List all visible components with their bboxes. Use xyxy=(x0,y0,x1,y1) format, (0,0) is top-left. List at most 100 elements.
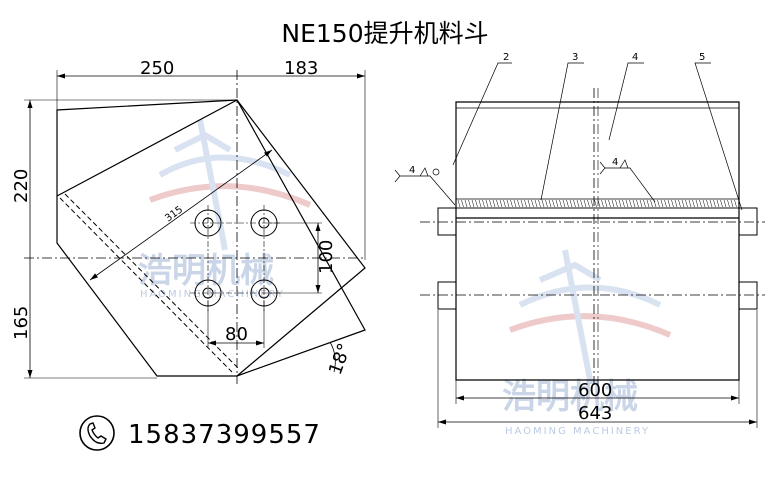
hatch-stroke xyxy=(605,200,607,207)
weld-mark-left xyxy=(420,168,428,176)
hatch-stroke xyxy=(521,200,523,207)
arrowhead xyxy=(315,285,321,293)
hatch-stroke xyxy=(637,200,639,207)
callout-part-4: 4 xyxy=(632,52,638,63)
hatch-stroke xyxy=(560,200,562,207)
hatch-stroke xyxy=(584,200,586,207)
hatch-stroke xyxy=(472,200,474,207)
hatch-stroke xyxy=(668,200,670,207)
hatch-stroke xyxy=(679,200,681,207)
hatch-stroke xyxy=(570,200,572,207)
brand-logo-icon xyxy=(510,250,670,380)
arrowhead xyxy=(256,340,264,346)
dim-height-lower: 165 xyxy=(11,306,32,340)
hatch-stroke xyxy=(556,200,558,207)
hatch-stroke xyxy=(672,200,674,207)
arrowhead xyxy=(456,395,464,401)
hatch-stroke xyxy=(675,200,677,207)
dim-hole-horizontal: 80 xyxy=(225,324,248,345)
watermark-brand-en: HAOMING MACHINERY xyxy=(140,289,285,300)
hatch-stroke xyxy=(609,200,611,207)
hatch-stroke xyxy=(626,200,628,207)
hatch-stroke xyxy=(542,200,544,207)
dim-width-right: 183 xyxy=(284,58,318,79)
arrowhead xyxy=(27,370,33,378)
arrowhead xyxy=(438,419,446,425)
hatch-stroke xyxy=(703,200,705,207)
hatch-stroke xyxy=(462,200,464,207)
hatch-stroke xyxy=(567,200,569,207)
bolt-right-upper xyxy=(739,208,757,235)
dim-height-upper: 220 xyxy=(11,169,32,203)
hatch-stroke xyxy=(661,200,663,207)
hatch-stroke xyxy=(686,200,688,207)
hatch-stroke xyxy=(710,200,712,207)
hatch-stroke xyxy=(658,200,660,207)
callout-part-5: 5 xyxy=(699,52,705,63)
hatch-stroke xyxy=(623,200,625,207)
watermark-right: 浩明机械 HAOMING MACHINERY xyxy=(502,250,670,437)
hatch-stroke xyxy=(689,200,691,207)
weld-size-left: 4 xyxy=(409,165,415,176)
bucket-back-plate xyxy=(57,100,365,376)
arrowhead xyxy=(357,73,365,79)
hatch-stroke xyxy=(700,200,702,207)
hatch-stroke xyxy=(546,200,548,207)
dim-diagonal: 315 xyxy=(163,204,185,224)
hatch-stroke xyxy=(644,200,646,207)
hatch-stroke xyxy=(483,200,485,207)
contact: 15837399557 xyxy=(80,416,320,450)
hatch-stroke xyxy=(507,200,509,207)
hatch-stroke xyxy=(469,200,471,207)
dim-hole-vertical: 100 xyxy=(316,240,337,274)
hatch-stroke xyxy=(588,200,590,207)
hidden-line xyxy=(60,198,232,372)
hatch-stroke xyxy=(595,200,597,207)
hatch-stroke xyxy=(511,200,513,207)
right-view xyxy=(395,63,765,428)
hatch-stroke xyxy=(682,200,684,207)
hidden-line xyxy=(65,194,238,368)
weld-hatching xyxy=(458,200,737,207)
hatch-stroke xyxy=(693,200,695,207)
hatch-stroke xyxy=(514,200,516,207)
hatch-stroke xyxy=(518,200,520,207)
arrowhead xyxy=(90,273,98,280)
hatch-stroke xyxy=(500,200,502,207)
dim-inner-width: 600 xyxy=(578,380,612,401)
watermark-left: 浩明机械 HAOMING MACHINERY xyxy=(138,120,310,300)
hatch-stroke xyxy=(458,200,460,207)
drawing-title: NE150提升机料斗 xyxy=(281,19,488,48)
callout-part-3: 3 xyxy=(572,52,578,63)
dim-angle: 18° xyxy=(325,341,356,378)
hatch-stroke xyxy=(591,200,593,207)
phone-icon xyxy=(80,416,114,450)
weld-leader-left xyxy=(400,176,455,205)
weld-symbol-left xyxy=(395,170,400,182)
hatch-stroke xyxy=(535,200,537,207)
hatch-stroke xyxy=(717,200,719,207)
hatch-stroke xyxy=(728,200,730,207)
hatch-stroke xyxy=(528,200,530,207)
hatch-stroke xyxy=(479,200,481,207)
weld-size-right: 4 xyxy=(612,157,618,168)
watermark-brand-en: HAOMING MACHINERY xyxy=(505,426,650,437)
hatch-stroke xyxy=(612,200,614,207)
dimension-arrows xyxy=(27,73,757,425)
leader-line xyxy=(541,63,584,200)
leader-line xyxy=(695,63,742,210)
hatch-stroke xyxy=(721,200,723,207)
hatch-stroke xyxy=(735,200,737,207)
hatch-stroke xyxy=(619,200,621,207)
hatch-stroke xyxy=(476,200,478,207)
hatch-stroke xyxy=(497,200,499,207)
hatch-stroke xyxy=(486,200,488,207)
hatch-stroke xyxy=(665,200,667,207)
dim-outer-width: 643 xyxy=(578,403,612,424)
angle-arc xyxy=(330,342,335,372)
arrowhead xyxy=(731,395,739,401)
brand-logo-icon xyxy=(150,120,310,250)
hatch-stroke xyxy=(581,200,583,207)
bucket-body xyxy=(456,102,739,380)
left-view xyxy=(24,70,365,384)
